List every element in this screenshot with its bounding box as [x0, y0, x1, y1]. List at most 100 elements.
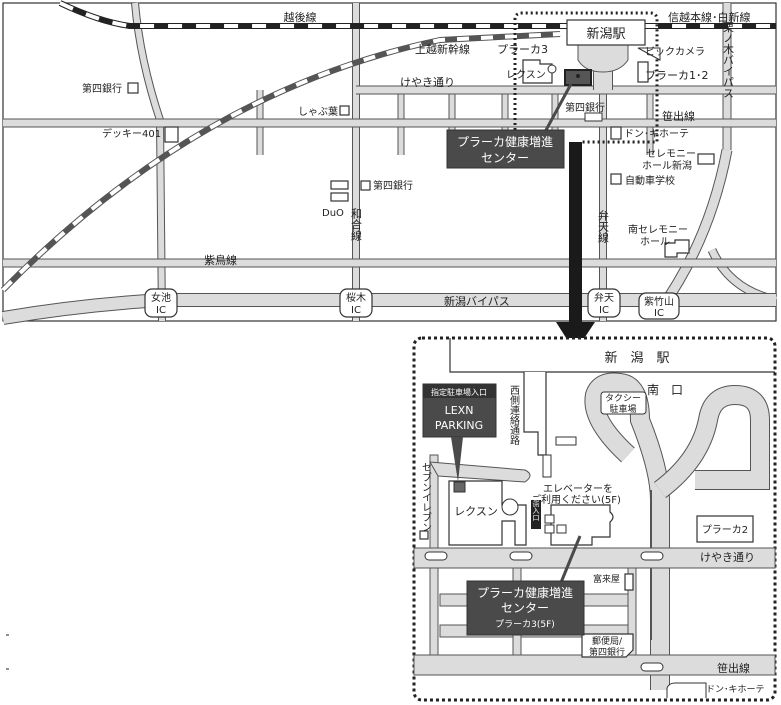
- callout-line2: センター: [481, 151, 529, 165]
- ev-marker-1: [544, 514, 555, 524]
- duo-marker-1: [330, 180, 349, 190]
- label-driving-school: 自動車学校: [625, 174, 675, 187]
- label-minami-ceremony-2: ホール: [640, 236, 670, 248]
- svg-text:IC: IC: [654, 308, 664, 319]
- label-donki: ドン･キホーテ: [624, 128, 689, 140]
- label-benten: 弁天線: [597, 209, 610, 243]
- overview-labels: 越後線 信越本線･白新線 上越新幹線 プラーカ3 レクスン ビックカメラ プラー…: [82, 10, 751, 308]
- daishi-bank-1-marker: [127, 82, 139, 94]
- overview-callout: プラーカ健康増進 センター: [446, 83, 573, 169]
- plaka12-marker: [637, 61, 649, 83]
- traffic-light-icon: [640, 551, 664, 561]
- label-echigo-line: 越後線: [284, 10, 317, 24]
- overview-frame: [2, 2, 777, 322]
- label-daishi-bank-3: 第四銀行: [565, 101, 605, 114]
- ic-sakuragi: 桜木 IC: [339, 288, 373, 318]
- overview-station: 新潟駅: [566, 19, 646, 73]
- plaka2-building: [696, 515, 754, 543]
- label-shiratori: 紫鳥線: [204, 253, 237, 267]
- label-deck401: デッキー401: [102, 127, 161, 140]
- label-duo: DuO: [322, 208, 344, 219]
- parking-callout: 指定駐車場入口 LEXN PARKING: [422, 383, 497, 482]
- lexn-marker: [522, 59, 553, 84]
- detail-road-keyaki: [413, 547, 776, 569]
- svg-text:紫竹山: 紫竹山: [644, 295, 674, 308]
- ic-menoike: 女池 IC: [144, 288, 178, 318]
- label-ceremony-hall-1: セレモニー: [646, 148, 696, 160]
- minami-ceremony-marker: [664, 239, 690, 258]
- detail-callout: プラーカ健康増進 センター プラーカ3(5F): [466, 535, 585, 636]
- label-kurinoki: 栗ノ木バイパス: [722, 22, 735, 99]
- plaka3-building: [550, 504, 614, 546]
- callout-line1: プラーカ健康増進: [457, 134, 553, 149]
- deck401-marker: [164, 126, 179, 143]
- label-joetsu-shinkansen: 上越新幹線: [415, 42, 470, 56]
- seven-eleven-marker: [419, 530, 429, 540]
- fukuraiya-label: 富来屋: [593, 573, 620, 585]
- label-bic-camera: ビックカメラ: [645, 46, 705, 58]
- detail-map: 新 潟 駅 南 口 西側連絡通路 タクシー 駐車場 けやき通り 笹出線: [412, 336, 777, 702]
- detail-lexn-label: レクスン: [454, 505, 498, 518]
- traffic-light-icon: [640, 662, 664, 672]
- overview-railways: [0, 0, 776, 293]
- driving-school-marker: [610, 173, 622, 185]
- detail-station-label: 新 潟 駅: [604, 350, 669, 366]
- detail-lexn-building: [448, 480, 527, 546]
- label-plaka12: プラーカ1･2: [645, 69, 709, 82]
- fukuraiya-marker: [624, 573, 634, 591]
- label-daishi-bank-1: 第四銀行: [82, 82, 122, 95]
- elevator-note-1: エレベーターを: [543, 483, 613, 495]
- detail-donki-label: ドン･キホーテ: [706, 684, 765, 695]
- parking-badge: 指定駐車場入口: [431, 387, 487, 397]
- label-plaka3: プラーカ3: [497, 43, 548, 56]
- label-minami-ceremony-1: 南セレモニー: [628, 223, 688, 236]
- label-shabuyo: しゃぶ葉: [298, 105, 338, 118]
- label-shinetsu-line: 信越本線･白新線: [668, 10, 751, 24]
- overview-buildings: [127, 47, 715, 258]
- duo-marker-2: [330, 192, 349, 202]
- parking-label-1: LEXN: [445, 404, 474, 417]
- station-label: 新潟駅: [586, 26, 625, 42]
- traffic-lights: [424, 551, 664, 672]
- east-entrance-badge: [531, 500, 541, 529]
- niigata-station-box: [566, 19, 646, 46]
- overview-interchanges: 女池 IC 桜木 IC 弁天 IC 紫竹山 IC: [144, 288, 680, 320]
- label-lexn: レクスン: [506, 69, 546, 81]
- svg-text:IC: IC: [599, 305, 609, 316]
- svg-text:女池: 女池: [151, 291, 171, 304]
- west-passage: [523, 372, 547, 456]
- label-ceremony-hall-2: ホール新潟: [642, 159, 692, 172]
- post-office-marker: [581, 633, 634, 658]
- detail-sasade-label: 笹出線: [717, 661, 750, 675]
- south-exit-label: 南 口: [647, 382, 683, 397]
- svg-text:IC: IC: [351, 305, 361, 316]
- ceremony-hall-marker: [697, 153, 715, 165]
- traffic-light-icon: [509, 551, 533, 561]
- taxi-label-2: 駐車場: [609, 403, 636, 415]
- label-sasade: 笹出線: [662, 109, 695, 123]
- plaka2-label: プラーカ2: [702, 524, 748, 536]
- svg-text:IC: IC: [156, 305, 166, 316]
- traffic-light-icon: [424, 551, 448, 561]
- ev-marker-3: [556, 524, 567, 534]
- post-office-label-1: 郵便局/: [592, 635, 623, 647]
- overview-map: 新潟駅 越後線 信越本線･白新線 上越新: [0, 0, 778, 325]
- label-wago: 和合線: [350, 208, 363, 241]
- detail-keyaki-label: けやき通り: [700, 551, 755, 564]
- parking-label-2: PARKING: [435, 419, 483, 432]
- east-entrance-label: 東側入口: [532, 492, 540, 521]
- west-passage-label: 西側連絡通路: [508, 385, 520, 446]
- label-daishi-bank-2: 第四銀行: [373, 179, 413, 192]
- daishi-bank-3-marker: [584, 112, 603, 122]
- callout-box: [446, 129, 565, 169]
- shabuyo-marker: [339, 105, 350, 116]
- seven-eleven-label: セブンイレブン: [420, 462, 432, 532]
- parking-entrance-marker: [453, 481, 466, 493]
- donki-marker: [610, 126, 622, 140]
- post-office-label-2: 第四銀行: [589, 646, 625, 658]
- label-keyaki: けやき通り: [400, 76, 455, 89]
- ic-shichikuyama: 紫竹山 IC: [638, 292, 680, 320]
- zoom-arrow: [556, 142, 595, 352]
- daishi-bank-2-marker: [360, 180, 371, 191]
- ic-benten: 弁天 IC: [587, 288, 621, 318]
